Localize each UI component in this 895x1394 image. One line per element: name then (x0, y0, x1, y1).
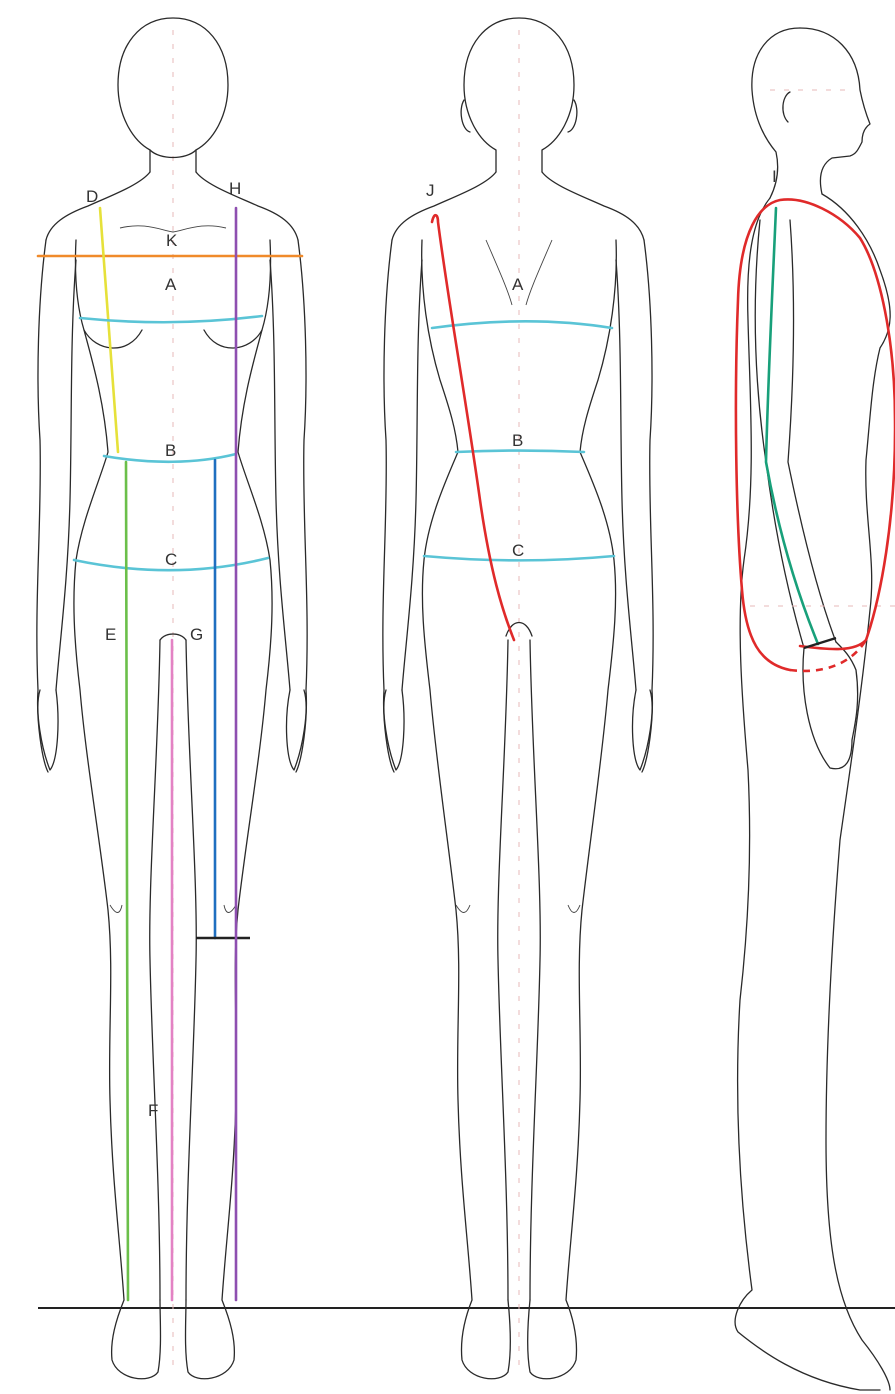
label-c: C (165, 550, 177, 569)
label-f: F (148, 1101, 158, 1120)
wrist-marker (804, 638, 836, 648)
label-i: I (772, 167, 777, 186)
label-b: B (165, 441, 176, 460)
label-a: A (165, 275, 177, 294)
label-a-back: A (512, 275, 524, 294)
bust-line-a-back (432, 321, 612, 328)
label-c-back: C (512, 541, 524, 560)
outseam-line-e (126, 462, 128, 1300)
label-e: E (105, 625, 116, 644)
front-measurements (38, 208, 302, 1300)
front-length-line-d (100, 208, 118, 452)
label-g: G (190, 625, 203, 644)
label-h: H (229, 179, 241, 198)
label-j: J (426, 181, 435, 200)
back-length-line-j (432, 215, 514, 640)
side-figure (735, 28, 895, 1390)
back-figure (383, 18, 653, 1379)
label-d: D (86, 187, 98, 206)
label-k: K (166, 231, 178, 250)
arm-length-line (766, 208, 818, 644)
waist-line-b-back (456, 451, 584, 453)
label-b-back: B (512, 431, 523, 450)
